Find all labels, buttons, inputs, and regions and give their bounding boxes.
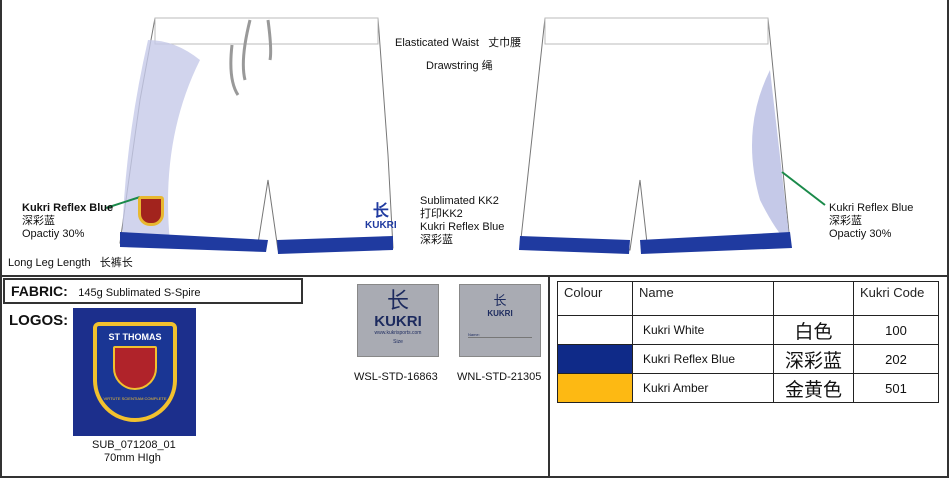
text: 深彩蓝 [22, 215, 55, 227]
colour-table: Colour Name Kukri Code Kukri White 白色 10… [557, 281, 939, 403]
text: 深彩蓝 [420, 234, 453, 246]
table-row: Kukri Amber 金黄色 501 [557, 373, 939, 403]
text: 丈巾腰 [488, 37, 522, 49]
text [773, 281, 854, 316]
colour-swatch [557, 373, 633, 403]
text: Kukri White [632, 315, 774, 345]
fabric-label: FABRIC: [11, 283, 68, 299]
text: KUKRI [365, 220, 397, 231]
table-header: Colour Name Kukri Code [557, 281, 939, 316]
text: Name: [468, 332, 532, 338]
size-label-code: WSL-STD-16863 [354, 371, 438, 383]
text: VIRTUTE SCIENTIAM COMPLETE [103, 396, 167, 401]
text: Elasticated Waist [395, 37, 479, 49]
text: Name [632, 281, 774, 316]
size-label-tag: 长 KUKRI www.kukrisports.com Size [357, 284, 439, 357]
text: 金黄色 [773, 373, 854, 403]
name-label-tag: 长 KUKRI Name: [459, 284, 541, 357]
text: KUKRI [487, 309, 513, 318]
text: Long Leg Length [8, 257, 91, 269]
text: 长裤长 [99, 257, 133, 269]
front-shorts [119, 17, 394, 254]
kukri-glyph-icon: 长 [493, 293, 507, 308]
back-shorts [519, 17, 792, 254]
logos-label: LOGOS: [9, 312, 69, 329]
fabric-value: 145g Sublimated S-Spire [78, 287, 201, 299]
text: 202 [853, 344, 939, 374]
text: Kukri Reflex Blue [632, 344, 774, 374]
text: 打印KK2 [420, 208, 463, 220]
fabric-box: FABRIC: 145g Sublimated S-Spire [3, 278, 303, 304]
text: Opactiy 30% [22, 228, 85, 240]
text: www.kukrisports.com [374, 330, 422, 336]
table-row: Kukri White 白色 100 [557, 315, 939, 345]
logo-code: SUB_071208_01 [92, 439, 176, 451]
leg-length-annotation: Long Leg Length 长裤长 [8, 257, 133, 270]
text: Kukri Amber [632, 373, 774, 403]
text: 501 [853, 373, 939, 403]
kukri-glyph-icon: 长 [386, 288, 409, 313]
text: 100 [853, 315, 939, 345]
table-row: Kukri Reflex Blue 深彩蓝 202 [557, 344, 939, 374]
text: 深彩蓝 [773, 344, 854, 374]
crest-small-icon [138, 196, 164, 226]
drawstring-annotation: Drawstring 绳 [426, 60, 493, 73]
text: ST THOMAS [108, 332, 162, 342]
text: Opactiy 30% [829, 228, 892, 240]
text: Colour [557, 281, 633, 316]
waist-annotation: Elasticated Waist 丈巾腰 [395, 37, 521, 50]
name-label-code: WNL-STD-21305 [457, 371, 542, 383]
text: Drawstring [426, 60, 479, 72]
text: Kukri Reflex Blue [22, 202, 114, 214]
school-crest-logo: ST THOMAS VIRTUTE SCIENTIAM COMPLETE [73, 308, 196, 436]
text: 深彩蓝 [829, 215, 862, 227]
text: KUKRI [374, 313, 422, 330]
text: Kukri Code [853, 281, 939, 316]
text: Sublimated KK2 [420, 195, 499, 207]
colour-swatch [557, 315, 633, 345]
kukri-glyph-icon: 长 [372, 203, 389, 220]
text: Size [393, 339, 403, 345]
text: 绳 [481, 60, 493, 72]
text: Kukri Reflex Blue [829, 202, 914, 214]
colour-swatch [557, 344, 633, 374]
shorts-illustration [105, 17, 826, 254]
text: Kukri Reflex Blue [420, 221, 505, 233]
kukri-logo-shorts: 长 KUKRI [365, 203, 397, 232]
logo-size: 70mm HIgh [104, 452, 161, 464]
text: 白色 [773, 315, 854, 345]
